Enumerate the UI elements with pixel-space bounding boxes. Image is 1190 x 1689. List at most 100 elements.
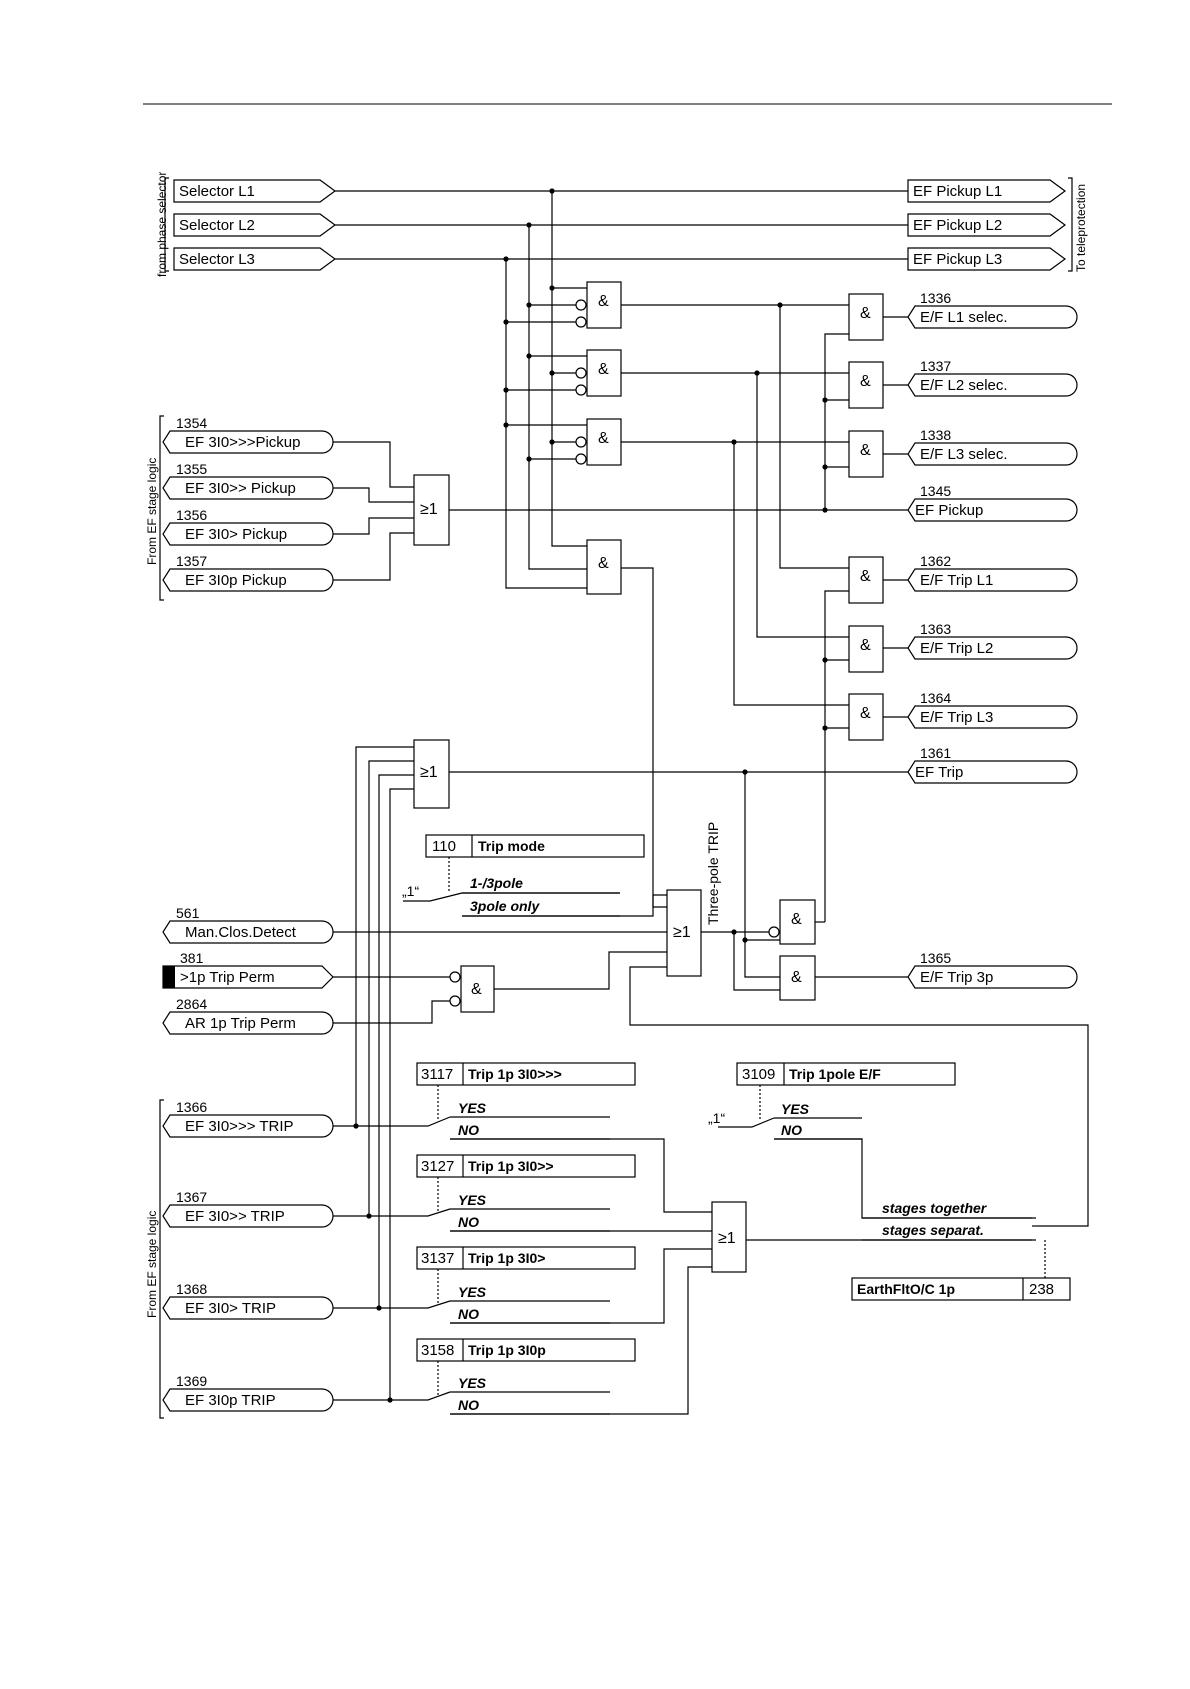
input-2864-no: 2864 [176, 996, 207, 1012]
param-3137-yes: YES [458, 1284, 487, 1300]
param-3158-no: 3158 [421, 1342, 454, 1359]
param-3117-no: 3117 [421, 1066, 453, 1083]
or-gate-stages [711, 1201, 747, 1273]
param-3127-no-option: NO [458, 1214, 479, 1230]
trip-1369-no: 1369 [176, 1373, 207, 1389]
misc-inputs: 561 Man.Clos.Detect 381 >1p Trip Perm 28… [162, 905, 334, 1035]
trip-inputs: 1366 EF 3I0>>> TRIP 1367 EF 3I0>> TRIP 1… [162, 1099, 334, 1412]
binary-input-marker [163, 966, 175, 988]
param-3117-name: Trip 1p 3I0>>> [468, 1066, 562, 1082]
phase-inputs: Selector L1 Selector L2 Selector L3 [173, 179, 337, 271]
and-gate-trip-l1-symbol: & [860, 568, 871, 585]
and-gate-phase-2-symbol: & [598, 361, 609, 378]
phase-selector-label: from phase selector [155, 172, 169, 277]
and-gate-select-l1 [848, 293, 884, 341]
trip-1366-label: EF 3I0>>> TRIP [185, 1118, 294, 1135]
param-3127-no: 3127 [421, 1158, 454, 1175]
and-gate-select-l1-symbol: & [860, 305, 871, 322]
and-gate-select-l3-symbol: & [860, 442, 871, 459]
or-gate-ef-trip [413, 739, 450, 809]
param-3109-no-option: NO [781, 1122, 802, 1138]
input-381-label: >1p Trip Perm [180, 969, 275, 986]
trip-1367-no: 1367 [176, 1189, 207, 1205]
stages-switch: stages together stages separat. EarthFlt… [851, 1200, 1071, 1301]
input-561-label: Man.Clos.Detect [185, 924, 297, 941]
output-1337-no: 1337 [920, 358, 951, 374]
and-gate-phase-3-symbol: & [598, 430, 609, 447]
and-gate-1p-perm-symbol: & [471, 981, 482, 998]
outputs: 1336 E/F L1 selec. 1337 E/F L2 selec. 13… [907, 290, 1078, 989]
param-3137-no-option: NO [458, 1306, 479, 1322]
teleprotection-outputs: EF Pickup L1 EF Pickup L2 EF Pickup L3 [907, 179, 1067, 271]
trip-mode-param: 110 Trip mode „1“ 1-/3pole 3pole only [402, 834, 645, 917]
pickup-1354-no: 1354 [176, 415, 207, 431]
input-561-no: 561 [176, 905, 200, 921]
param-3127-yes: YES [458, 1192, 487, 1208]
output-1338-label: E/F L3 selec. [920, 446, 1008, 463]
and-gate-one-pole-symbol: & [791, 911, 802, 928]
param-3109-no: 3109 [742, 1066, 775, 1083]
and-gate-all-phases [586, 539, 622, 595]
pickup-inputs: 1354 EF 3I0>>>Pickup 1355 EF 3I0>> Picku… [162, 415, 334, 592]
param-3109-yes: YES [781, 1101, 810, 1117]
pickup-1355-label: EF 3I0>> Pickup [185, 480, 296, 497]
param-3109-name: Trip 1pole E/F [789, 1066, 881, 1082]
stage-logic-label-top: From EF stage logic [145, 458, 159, 565]
selector-l3-label: Selector L3 [179, 251, 255, 268]
stages-together-label: stages together [882, 1200, 988, 1216]
output-1345-label: EF Pickup [915, 502, 983, 519]
and-gate-1p-perm [460, 965, 495, 1013]
param-3117-yes: YES [458, 1100, 487, 1116]
output-1362-no: 1362 [920, 553, 951, 569]
and-gate-trip-l3-symbol: & [860, 705, 871, 722]
output-1362-label: E/F Trip L1 [920, 572, 993, 589]
output-1337-label: E/F L2 selec. [920, 377, 1008, 394]
earth-flt-param-no: 238 [1029, 1281, 1054, 1298]
or-gate-three-pole-symbol: ≥1 [673, 924, 691, 941]
ef-pickup-l1-label: EF Pickup L1 [913, 183, 1002, 200]
param-3127-name: Trip 1p 3I0>> [468, 1158, 554, 1174]
output-1363-label: E/F Trip L2 [920, 640, 993, 657]
trip-1pole-param: 3109 Trip 1pole E/F „1“ YES NO [708, 1062, 956, 1140]
trip-1368-no: 1368 [176, 1281, 207, 1297]
param-3109-fixed: „1“ [708, 1110, 725, 1126]
wires [333, 190, 1089, 1415]
earth-flt-param-name: EarthFltO/C 1p [857, 1281, 955, 1297]
output-1365-no: 1365 [920, 950, 951, 966]
ef-pickup-l2-label: EF Pickup L2 [913, 217, 1002, 234]
or-gate-pickup-symbol: ≥1 [420, 501, 438, 518]
param-3137-no: 3137 [421, 1250, 454, 1267]
and-gate-trip-l1 [848, 556, 884, 604]
and-gate-select-l2 [848, 361, 884, 409]
and-gate-select-l3 [848, 430, 884, 478]
pickup-1355-no: 1355 [176, 461, 207, 477]
teleprotection-label: To teleprotection [1074, 184, 1088, 272]
and-gate-select-l2-symbol: & [860, 373, 871, 390]
input-2864-label: AR 1p Trip Perm [185, 1015, 296, 1032]
param-3158-no-option: NO [458, 1397, 479, 1413]
gates: & & & & ≥1 & & & & & & ≥1 ≥1 [413, 281, 884, 1273]
trip-1368-label: EF 3I0> TRIP [185, 1300, 276, 1317]
output-1361-no: 1361 [920, 745, 951, 761]
and-gate-phase-1 [586, 281, 622, 329]
output-1345-no: 1345 [920, 483, 951, 499]
trip-mode-fixed: „1“ [402, 883, 419, 899]
junctions [353, 188, 828, 1403]
and-gate-three-pole-out-symbol: & [791, 969, 802, 986]
trip-mode-option-1: 1-/3pole [470, 875, 523, 891]
and-gate-all-phases-symbol: & [598, 555, 609, 572]
output-1364-label: E/F Trip L3 [920, 709, 993, 726]
output-1365-label: E/F Trip 3p [920, 969, 993, 986]
param-3158-yes: YES [458, 1375, 487, 1391]
param-3137-name: Trip 1p 3I0> [468, 1250, 545, 1266]
and-gate-phase-3 [586, 418, 622, 466]
output-1364-no: 1364 [920, 690, 951, 706]
side-labels: from phase selector To teleprotection Fr… [145, 172, 1088, 1419]
selector-l2-label: Selector L2 [179, 217, 255, 234]
and-gate-phase-2 [586, 349, 622, 397]
or-gate-ef-trip-symbol: ≥1 [420, 764, 438, 781]
and-gate-trip-l2 [848, 625, 884, 673]
output-1336-no: 1336 [920, 290, 951, 306]
three-pole-trip-label: Three-pole TRIP [705, 822, 721, 925]
